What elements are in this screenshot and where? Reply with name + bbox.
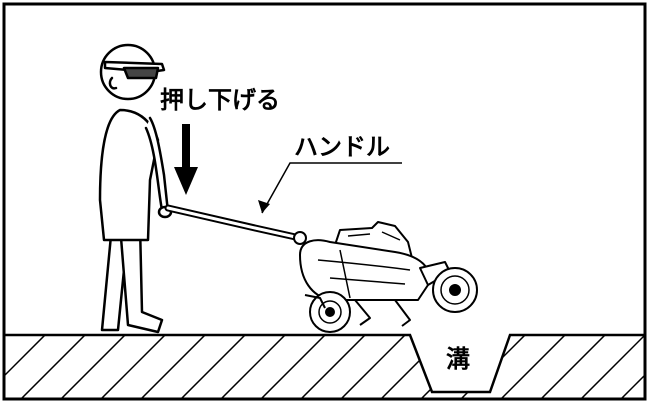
down-arrow-icon	[174, 124, 198, 195]
walk-behind-cultivator-icon	[164, 204, 478, 333]
handle-label: ハンドル	[294, 133, 390, 161]
ditch-label-bg	[440, 340, 480, 376]
ground-surface-line	[4, 333, 645, 394]
ground	[4, 333, 645, 399]
person-figure-icon	[98, 43, 173, 334]
push-down-label: 押し下げる	[160, 86, 280, 114]
ditch-label: 溝	[446, 345, 470, 373]
handle-callout-line	[258, 162, 402, 214]
